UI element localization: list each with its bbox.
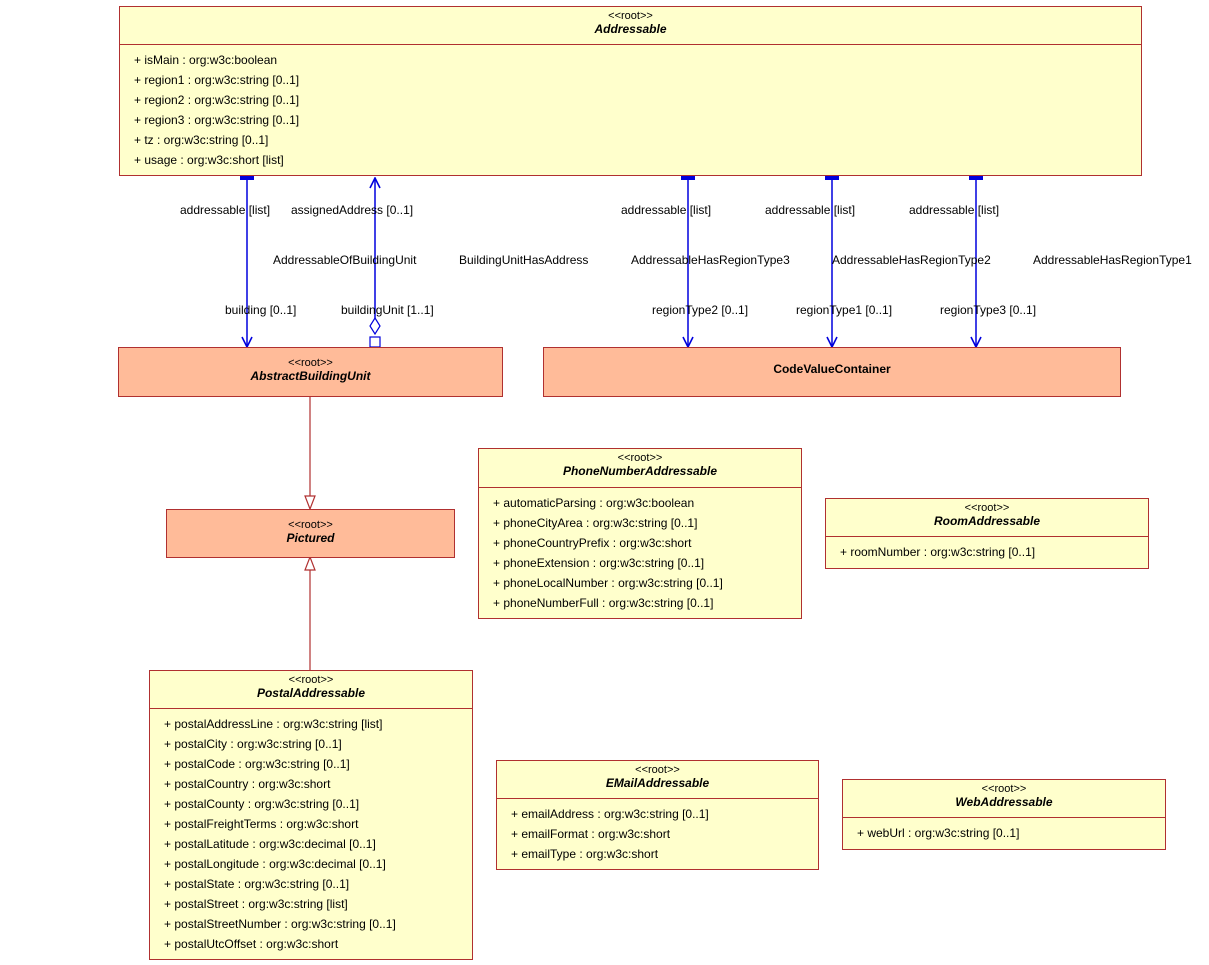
class-web-addressable[interactable]: <<root>> WebAddressable + webUrl : org:w… bbox=[842, 779, 1166, 850]
attribute: + postalState : org:w3c:string [0..1] bbox=[164, 877, 350, 891]
role-label-addressable: addressable [list] bbox=[765, 203, 856, 217]
attribute-list: + postalAddressLine : org:w3c:string [li… bbox=[150, 709, 472, 954]
class-stereotype: <<root>> bbox=[288, 357, 333, 369]
role-label-region-type2: regionType2 [0..1] bbox=[652, 303, 749, 317]
attribute-list: + automaticParsing : org:w3c:boolean + p… bbox=[479, 488, 801, 613]
attribute: + postalCountry : org:w3c:short bbox=[164, 777, 331, 791]
class-name: PhoneNumberAddressable bbox=[562, 464, 718, 478]
attribute: + postalUtcOffset : org:w3c:short bbox=[164, 937, 339, 951]
association-name-region-type1: AddressableHasRegionType1 bbox=[1033, 253, 1192, 267]
role-label-addressable: addressable [list] bbox=[909, 203, 1000, 217]
class-stereotype: <<root>> bbox=[617, 452, 663, 464]
attribute: + region3 : org:w3c:string [0..1] bbox=[134, 113, 300, 127]
class-postal-addressable[interactable]: <<root>> PostalAddressable + postalAddre… bbox=[149, 670, 473, 960]
class-name: RoomAddressable bbox=[933, 514, 1041, 528]
attribute: + postalCode : org:w3c:string [0..1] bbox=[164, 757, 350, 771]
attribute: + phoneLocalNumber : org:w3c:string [0..… bbox=[493, 576, 723, 590]
class-code-value-container[interactable]: CodeValueContainer bbox=[543, 347, 1121, 397]
association-addressable-has-region-type1[interactable] bbox=[969, 176, 983, 347]
role-label-building-unit: buildingUnit [1..1] bbox=[341, 303, 434, 317]
association-addressable-has-region-type2[interactable] bbox=[825, 176, 839, 347]
attribute-list: + roomNumber : org:w3c:string [0..1] bbox=[826, 537, 1148, 562]
class-abstract-building-unit[interactable]: <<root>> AbstractBuildingUnit bbox=[118, 347, 503, 397]
attribute: + emailAddress : org:w3c:string [0..1] bbox=[511, 807, 709, 821]
class-phone-number-addressable[interactable]: <<root>> PhoneNumberAddressable + automa… bbox=[478, 448, 802, 619]
class-stereotype: <<root>> bbox=[288, 674, 334, 686]
attribute: + automaticParsing : org:w3c:boolean bbox=[493, 496, 695, 510]
attribute-list: + emailAddress : org:w3c:string [0..1] +… bbox=[497, 799, 818, 864]
class-stereotype: <<root>> bbox=[964, 502, 1010, 514]
class-name: CodeValueContainer bbox=[773, 362, 891, 376]
attribute: + postalCity : org:w3c:string [0..1] bbox=[164, 737, 342, 751]
attribute: + phoneCountryPrefix : org:w3c:short bbox=[493, 536, 692, 550]
attribute: + isMain : org:w3c:boolean bbox=[134, 53, 278, 67]
attribute: + postalAddressLine : org:w3c:string [li… bbox=[164, 717, 383, 731]
class-name: Addressable bbox=[594, 22, 667, 36]
attribute: + postalLongitude : org:w3c:decimal [0..… bbox=[164, 857, 386, 871]
attribute: + postalLatitude : org:w3c:decimal [0..1… bbox=[164, 837, 376, 851]
attribute: + region1 : org:w3c:string [0..1] bbox=[134, 73, 300, 87]
attribute: + tz : org:w3c:string [0..1] bbox=[134, 133, 269, 147]
class-name: PostalAddressable bbox=[256, 686, 366, 700]
class-name: Pictured bbox=[286, 531, 335, 545]
attribute: + roomNumber : org:w3c:string [0..1] bbox=[840, 545, 1036, 559]
generalization-postal-to-pictured[interactable] bbox=[304, 555, 316, 670]
attribute: + webUrl : org:w3c:string [0..1] bbox=[857, 826, 1020, 840]
association-name-region-type2: AddressableHasRegionType2 bbox=[832, 253, 991, 267]
class-stereotype: <<root>> bbox=[288, 519, 333, 531]
generalization-building-unit-to-pictured[interactable] bbox=[304, 396, 316, 511]
role-label-assigned-address: assignedAddress [0..1] bbox=[291, 203, 414, 217]
attribute: + emailType : org:w3c:short bbox=[511, 847, 659, 861]
association-addressable-has-region-type3[interactable] bbox=[681, 176, 695, 347]
attribute: + emailFormat : org:w3c:short bbox=[511, 827, 671, 841]
class-name: WebAddressable bbox=[955, 795, 1053, 809]
role-label-region-type3: regionType3 [0..1] bbox=[940, 303, 1037, 317]
association-name-region-type3: AddressableHasRegionType3 bbox=[631, 253, 790, 267]
attribute: + phoneCityArea : org:w3c:string [0..1] bbox=[493, 516, 698, 530]
class-stereotype: <<root>> bbox=[635, 764, 680, 776]
class-pictured[interactable]: <<root>> Pictured bbox=[166, 509, 455, 558]
association-name-addressable-of-building-unit: AddressableOfBuildingUnit bbox=[273, 253, 417, 267]
attribute: + postalFreightTerms : org:w3c:short bbox=[164, 817, 359, 831]
attribute: + region2 : org:w3c:string [0..1] bbox=[134, 93, 300, 107]
class-stereotype: <<root>> bbox=[608, 10, 653, 22]
class-name: AbstractBuildingUnit bbox=[250, 369, 371, 383]
attribute: + postalCounty : org:w3c:string [0..1] bbox=[164, 797, 360, 811]
attribute: + phoneNumberFull : org:w3c:string [0..1… bbox=[493, 596, 714, 610]
class-addressable[interactable]: <<root>> Addressable + isMain : org:w3c:… bbox=[119, 6, 1142, 176]
class-stereotype: <<root>> bbox=[981, 783, 1027, 795]
role-label-region-type1: regionType1 [0..1] bbox=[796, 303, 893, 317]
attribute-list: + isMain : org:w3c:boolean + region1 : o… bbox=[120, 45, 1141, 170]
role-label-addressable: addressable [list] bbox=[180, 203, 271, 217]
association-addressable-of-building-unit[interactable] bbox=[240, 176, 254, 347]
class-name: EMailAddressable bbox=[605, 776, 710, 790]
association-name-building-unit-has-address: BuildingUnitHasAddress bbox=[459, 253, 589, 267]
attribute-list: + webUrl : org:w3c:string [0..1] bbox=[843, 818, 1165, 843]
role-label-building: building [0..1] bbox=[225, 303, 297, 317]
attribute: + usage : org:w3c:short [list] bbox=[134, 153, 284, 167]
attribute: + phoneExtension : org:w3c:string [0..1] bbox=[493, 556, 705, 570]
role-label-addressable: addressable [list] bbox=[621, 203, 712, 217]
attribute: + postalStreetNumber : org:w3c:string [0… bbox=[164, 917, 396, 931]
class-room-addressable[interactable]: <<root>> RoomAddressable + roomNumber : … bbox=[825, 498, 1149, 569]
association-building-unit-has-address[interactable] bbox=[370, 178, 380, 348]
attribute: + postalStreet : org:w3c:string [list] bbox=[164, 897, 348, 911]
class-email-addressable[interactable]: <<root>> EMailAddressable + emailAddress… bbox=[496, 760, 819, 870]
